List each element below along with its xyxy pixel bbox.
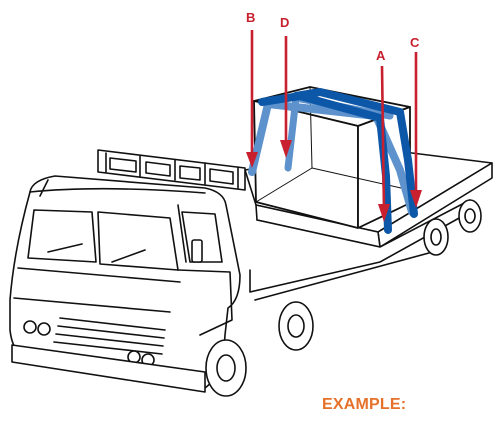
rear-wheel-1-hub <box>430 228 442 246</box>
strap-front-2 <box>292 88 418 218</box>
rear-wheel-2-hub <box>464 208 476 224</box>
front-wheel-hub <box>216 354 236 382</box>
truck-outline <box>9 147 493 397</box>
arrow-b-head <box>246 152 258 168</box>
label-b: B <box>246 10 255 25</box>
front-panel <box>13 267 181 313</box>
headboard-bars <box>105 152 239 189</box>
strap-front <box>258 92 392 234</box>
mirror <box>191 239 203 263</box>
middle-wheel-hub <box>287 314 305 338</box>
wipers <box>47 243 146 263</box>
headlight-2 <box>37 322 51 336</box>
example-caption: EXAMPLE: <box>322 396 407 413</box>
windscreen-right <box>97 211 179 271</box>
headlight-1 <box>23 320 37 334</box>
cab-door <box>177 204 233 336</box>
bumper <box>11 344 206 393</box>
chassis-line <box>254 249 441 301</box>
label-d: D <box>280 15 289 30</box>
windscreen-left <box>27 209 97 263</box>
headboard-frame <box>97 149 246 191</box>
arrow-c-head <box>410 190 422 208</box>
arrow-a-head <box>378 204 390 222</box>
grille <box>53 317 166 355</box>
label-a: A <box>376 48 386 63</box>
cargo-box-hidden-edges <box>255 86 411 203</box>
arrow-d-head <box>280 140 292 158</box>
tie-down-straps <box>248 88 418 234</box>
callout-arrows <box>246 30 422 222</box>
label-c: C <box>410 35 420 50</box>
cab-roof <box>29 179 206 197</box>
arrow-a <box>380 65 386 213</box>
